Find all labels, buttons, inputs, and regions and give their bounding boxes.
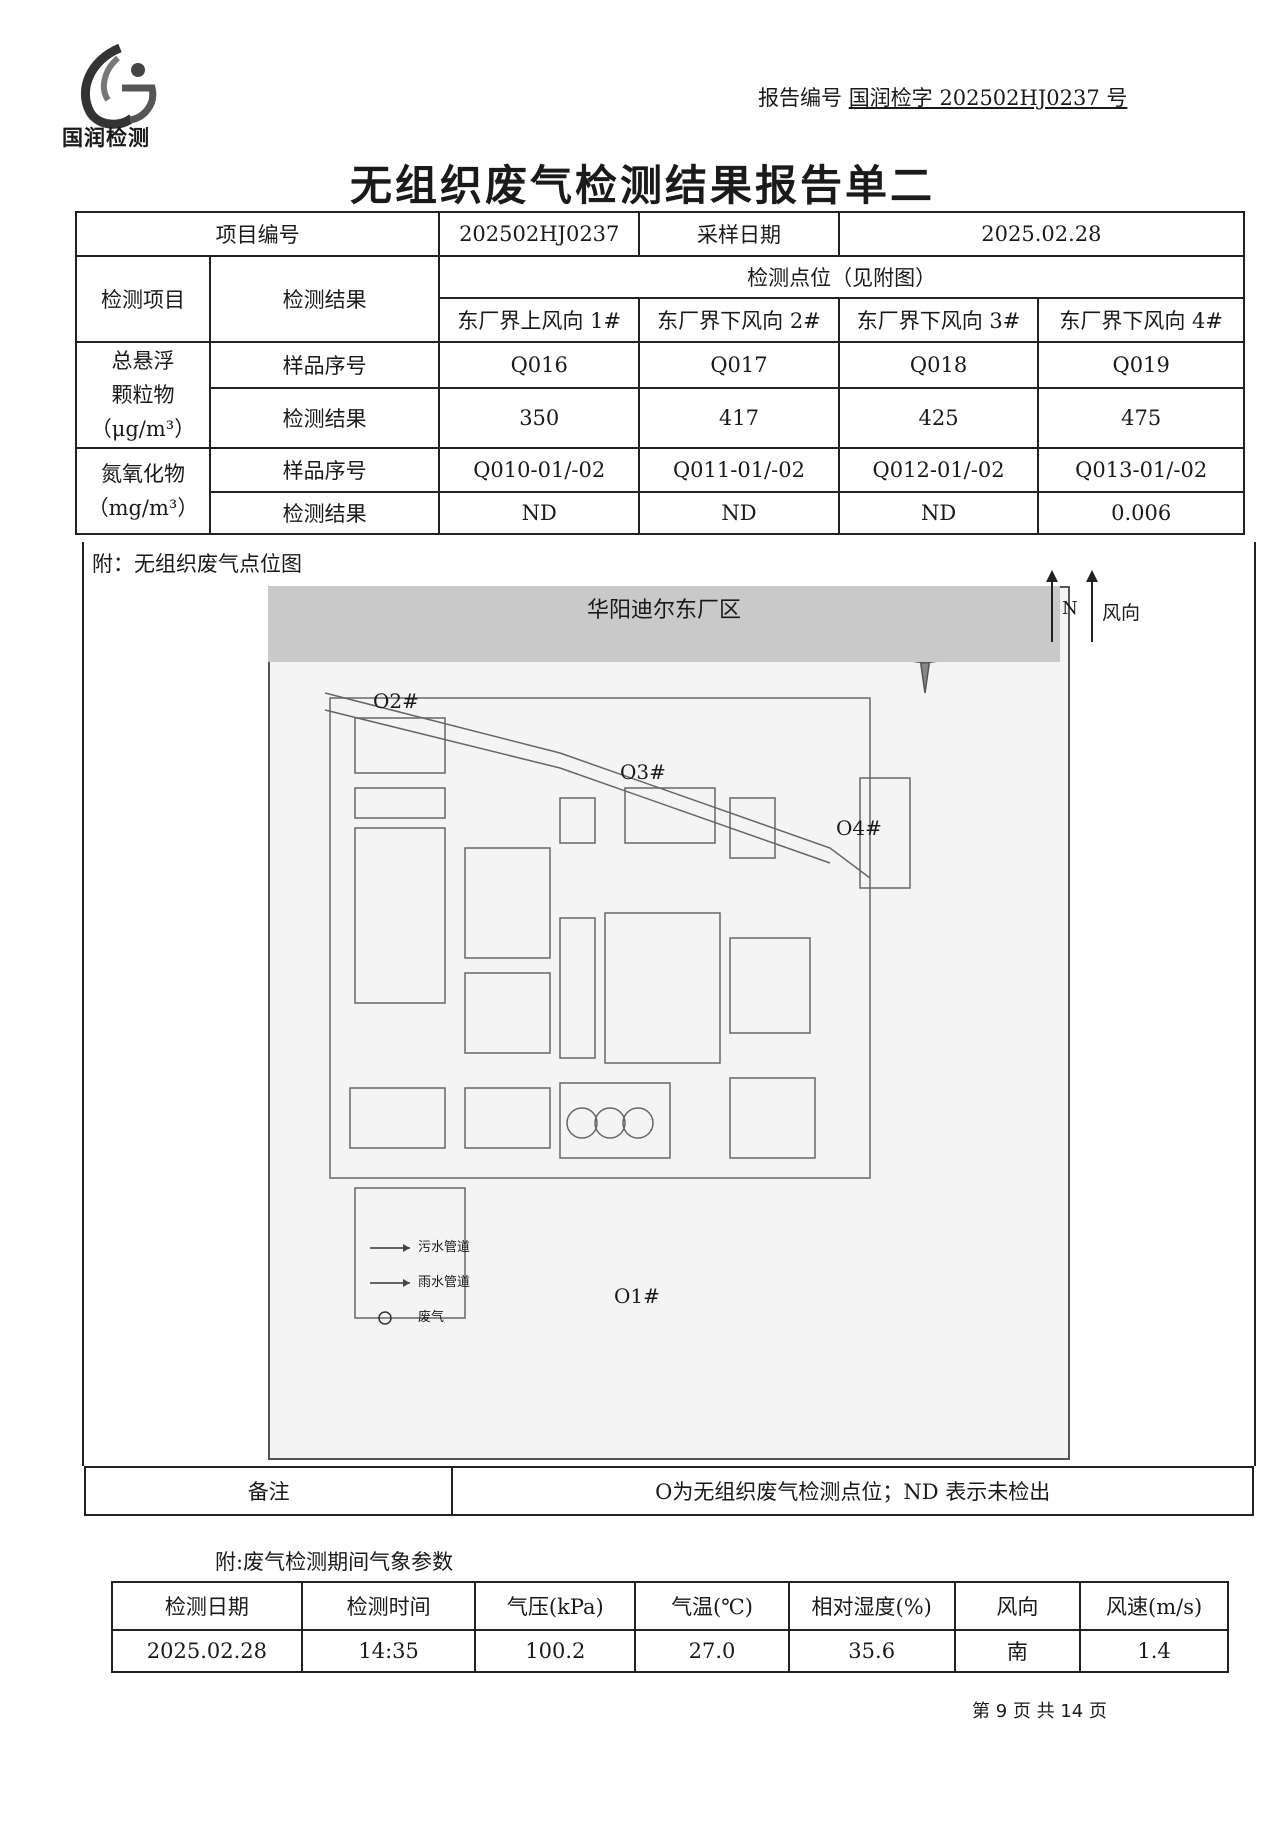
point-header: 东厂界下风向 3# xyxy=(837,297,1040,343)
report-number: 报告编号 国润检字 202502HJ0237 号 xyxy=(758,86,1128,110)
company-name: 国润检测 xyxy=(62,126,150,150)
result-value: 417 xyxy=(638,387,840,449)
sample-no: Q017 xyxy=(638,341,840,389)
site-map xyxy=(268,586,1070,1460)
met-header: 气温(℃) xyxy=(634,1581,790,1631)
page-number: 第 9 页 共 14 页 xyxy=(972,1701,1107,1722)
met-value: 27.0 xyxy=(634,1629,790,1673)
project-no-label: 项目编号 xyxy=(74,211,441,257)
result-value: ND xyxy=(438,491,641,535)
met-value: 35.6 xyxy=(787,1629,956,1673)
report-title: 无组织废气检测结果报告单二 xyxy=(349,161,935,210)
col-result-header: 检测结果 xyxy=(208,255,441,343)
wind-direction-label: 风向 xyxy=(1102,602,1141,624)
remark-table: 备注 O为无组织废气检测点位；ND 表示未检出 xyxy=(83,1466,1254,1516)
met-header: 风速(m/s) xyxy=(1079,1581,1229,1631)
result-value: ND xyxy=(638,491,840,535)
met-value: 14:35 xyxy=(300,1629,477,1673)
col-points-header: 检测点位（见附图） xyxy=(438,255,1245,299)
result-label: 检测结果 xyxy=(208,387,441,449)
met-value: 2025.02.28 xyxy=(111,1629,303,1673)
result-value: 475 xyxy=(1037,387,1245,449)
sampling-date-value: 2025.02.28 xyxy=(837,211,1246,257)
sample-no: Q010-01/-02 xyxy=(438,447,641,493)
result-label: 检测结果 xyxy=(208,491,441,535)
col-item-header: 检测项目 xyxy=(75,255,211,343)
annex-frame xyxy=(82,542,1256,1466)
result-value: 425 xyxy=(837,387,1040,449)
legend-exhaust: 废气 xyxy=(418,1310,445,1325)
annex-label: 附：无组织废气点位图 xyxy=(92,552,302,576)
north-label: N xyxy=(1062,598,1078,619)
result-value: 0.006 xyxy=(1037,491,1245,535)
point-o4: O4# xyxy=(836,816,882,840)
sample-no-label: 样品序号 xyxy=(208,447,441,493)
point-o2: O2# xyxy=(373,689,419,713)
item-tsp: 总悬浮 颗粒物 （μg/m³） xyxy=(75,341,211,449)
meteorology-table: 检测日期 检测时间 气压(kPa) 气温(℃) 相对湿度(%) 风向 风速(m/… xyxy=(111,1581,1229,1673)
sample-no: Q011-01/-02 xyxy=(638,447,840,493)
item-nox: 氮氧化物 （mg/m³） xyxy=(75,447,211,535)
point-header: 东厂界下风向 4# xyxy=(1037,297,1245,343)
met-value: 1.4 xyxy=(1079,1629,1229,1673)
map-title: 华阳迪尔东厂区 xyxy=(586,598,741,623)
sampling-date-label: 采样日期 xyxy=(638,211,840,257)
legend-rainwater: 雨水管道 xyxy=(418,1275,471,1290)
met-header: 相对湿度(%) xyxy=(787,1581,956,1631)
met-header: 风向 xyxy=(953,1581,1082,1631)
map-title-banner xyxy=(268,586,1060,662)
result-value: ND xyxy=(837,491,1040,535)
results-table: 项目编号 202502HJ0237 采样日期 2025.02.28 检测项目 检… xyxy=(74,211,1246,535)
meteorology-title: 附:废气检测期间气象参数 xyxy=(215,1550,454,1574)
sample-no: Q012-01/-02 xyxy=(837,447,1040,493)
sample-no: Q013-01/-02 xyxy=(1037,447,1245,493)
site-map-drawing xyxy=(324,622,961,1325)
result-value: 350 xyxy=(438,387,641,449)
sample-no: Q016 xyxy=(438,341,641,389)
north-arrow-icon xyxy=(1046,570,1098,642)
met-header: 气压(kPa) xyxy=(474,1581,637,1631)
point-header: 东厂界上风向 1# xyxy=(438,297,641,343)
point-header: 东厂界下风向 2# xyxy=(638,297,840,343)
remark-value: O为无组织废气检测点位；ND 表示未检出 xyxy=(451,1466,1254,1516)
met-value: 南 xyxy=(953,1629,1082,1673)
remark-label: 备注 xyxy=(83,1466,454,1516)
met-header: 检测日期 xyxy=(111,1581,303,1631)
project-no-value: 202502HJ0237 xyxy=(438,211,641,257)
company-logo-icon xyxy=(81,43,157,129)
legend-sewage: 污水管道 xyxy=(418,1240,471,1255)
sample-no: Q018 xyxy=(837,341,1040,389)
sample-no: Q019 xyxy=(1037,341,1245,389)
met-value: 100.2 xyxy=(474,1629,637,1673)
sample-no-label: 样品序号 xyxy=(208,341,441,389)
met-header: 检测时间 xyxy=(300,1581,477,1631)
point-o3: O3# xyxy=(620,760,666,784)
point-o1: O1# xyxy=(614,1284,660,1308)
